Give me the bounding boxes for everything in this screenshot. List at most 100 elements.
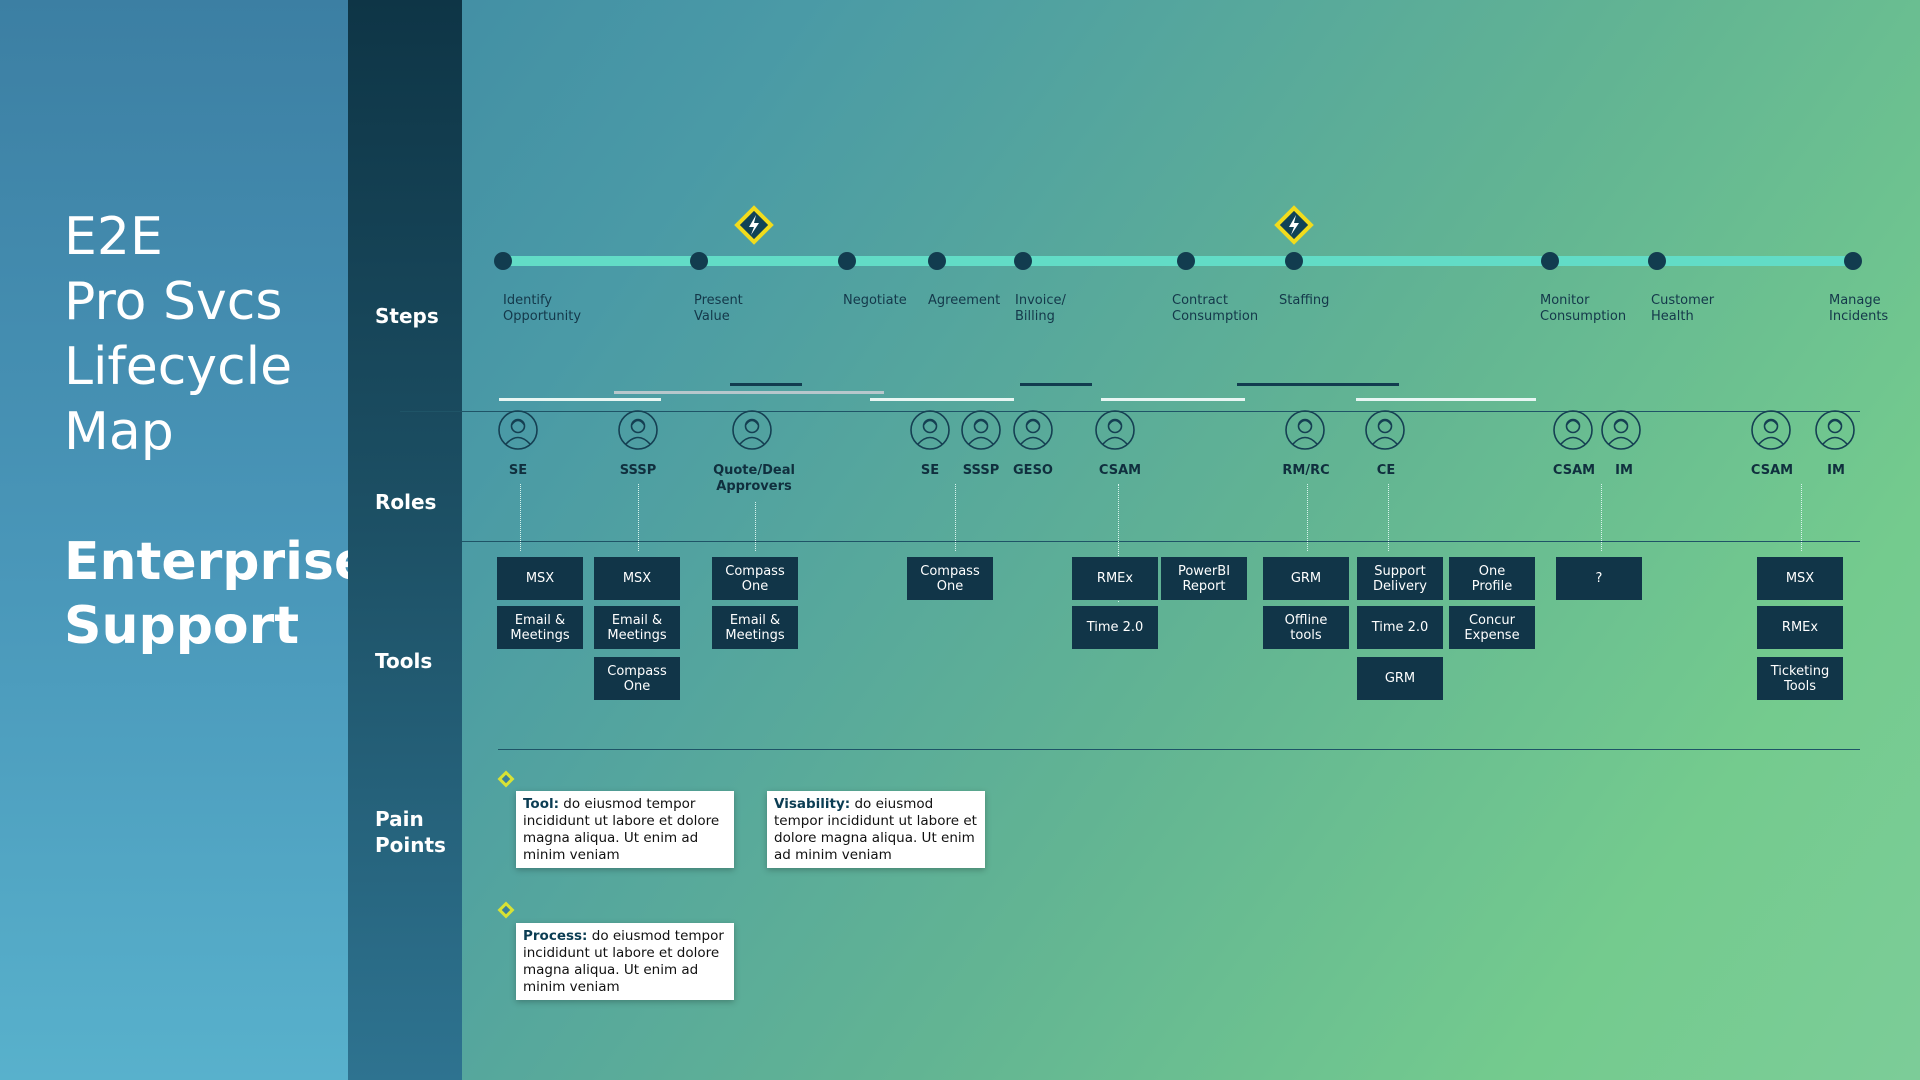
phase-bracket [1356, 398, 1536, 401]
pain-point-text: do eiusmod tempor incididunt ut labore e… [774, 796, 977, 863]
subtitle-line: Enterprise [64, 532, 370, 592]
tool-box: MSX [1757, 557, 1843, 600]
step-label: Staffing [1279, 293, 1330, 308]
person-icon [1576, 409, 1666, 451]
person-icon [936, 409, 1026, 451]
step-label: Invoice/ Billing [1015, 293, 1066, 324]
phase-bracket [614, 391, 884, 394]
role-label: RM/RC [1282, 463, 1330, 478]
row-divider [400, 411, 1860, 412]
connector-line [955, 484, 956, 551]
pain-point-card: Visability: do eiusmod tempor incididunt… [767, 791, 985, 868]
step-label: Contract Consumption [1172, 293, 1259, 324]
title-line: Map [64, 402, 174, 462]
person-icon [1726, 409, 1816, 451]
row-label-band [348, 0, 462, 1080]
tool-box: Support Delivery [1357, 557, 1443, 600]
person-icon [885, 409, 975, 451]
role-label: SSSP [619, 463, 657, 478]
connector-line [755, 502, 756, 551]
role-label: CSAM [1552, 463, 1596, 478]
tool-box: ? [1556, 557, 1642, 600]
role-label: CSAM [1098, 463, 1142, 478]
pain-point-card: Tool: do eiusmod tempor incididunt ut la… [516, 791, 734, 868]
person-icon [1790, 409, 1880, 451]
pain-point-text: do eiusmod tempor incididunt ut labore e… [523, 796, 720, 863]
diamond-icon [497, 770, 515, 788]
tool-box: GRM [1263, 557, 1349, 600]
subtitle-line: Support [64, 596, 300, 656]
person-icon [1340, 409, 1430, 451]
step-node [1541, 252, 1559, 270]
step-label: Customer Health [1651, 293, 1715, 324]
connector-line [1801, 484, 1802, 551]
title-panel: E2E Pro Svcs Lifecycle Map Enterprise Su… [0, 0, 369, 1080]
row-label-roles: Roles [375, 490, 437, 514]
step-node [1648, 252, 1666, 270]
row-divider [462, 541, 1860, 542]
row-label-steps: Steps [375, 304, 439, 328]
step-label: Monitor Consumption [1540, 293, 1627, 324]
tool-box: Ticketing Tools [1757, 657, 1843, 700]
connector-line [1601, 484, 1602, 551]
tool-box: RMEx [1757, 606, 1843, 649]
pain-point-keyword: Visability: [774, 796, 851, 812]
tool-box: Email & Meetings [594, 606, 680, 649]
tool-box: Compass One [594, 657, 680, 700]
tool-box: PowerBI Report [1161, 557, 1247, 600]
step-node [838, 252, 856, 270]
pain-point-card: Process: do eiusmod tempor incididunt ut… [516, 923, 734, 1000]
phase-bracket [1237, 383, 1399, 386]
tool-box: Concur Expense [1449, 606, 1535, 649]
tool-box: Time 2.0 [1357, 606, 1443, 649]
role-label: SE [920, 463, 940, 478]
tool-box: Compass One [712, 557, 798, 600]
title-line: E2E [64, 207, 163, 267]
step-label: Identify Opportunity [503, 293, 582, 324]
phase-bracket [1020, 383, 1092, 386]
tool-box: GRM [1357, 657, 1443, 700]
person-icon [1260, 409, 1350, 451]
role-label: Quote/Deal Approvers [713, 463, 795, 494]
role-label: SSSP [962, 463, 1000, 478]
step-label: Negotiate [843, 293, 907, 308]
role-label: GESO [1013, 463, 1053, 478]
step-label: Present Value [694, 293, 743, 324]
step-node [1285, 252, 1303, 270]
role-label: IM [1615, 463, 1633, 478]
row-label-tools: Tools [375, 649, 433, 673]
row-label-pain-points: Pain Points [375, 807, 446, 857]
step-label: Agreement [928, 293, 1001, 308]
tool-box: Time 2.0 [1072, 606, 1158, 649]
person-icon [593, 409, 683, 451]
tool-box: Email & Meetings [497, 606, 583, 649]
person-icon [1070, 409, 1160, 451]
role-label: SE [508, 463, 528, 478]
title-line: Pro Svcs [64, 272, 283, 332]
tool-box: RMEx [1072, 557, 1158, 600]
lightning-icon [734, 205, 774, 245]
person-icon [1528, 409, 1618, 451]
phase-bracket [499, 398, 661, 401]
person-icon [473, 409, 563, 451]
role-label: CSAM [1750, 463, 1794, 478]
person-icon [707, 409, 797, 451]
lightning-icon [1274, 205, 1314, 245]
step-node [1177, 252, 1195, 270]
diamond-icon [497, 901, 515, 919]
phase-bracket [1101, 398, 1245, 401]
row-divider [498, 749, 1860, 750]
connector-line [520, 484, 521, 551]
connector-line [1388, 484, 1389, 551]
pain-point-keyword: Process: [523, 928, 588, 944]
tool-box: MSX [594, 557, 680, 600]
title-line: Lifecycle [64, 337, 293, 397]
person-icon [988, 409, 1078, 451]
connector-line [1118, 484, 1119, 602]
step-node [690, 252, 708, 270]
step-node [494, 252, 512, 270]
connector-line [1307, 484, 1308, 551]
pain-point-keyword: Tool: [523, 796, 559, 812]
page-title: E2E Pro Svcs Lifecycle Map [64, 205, 292, 465]
tool-box: Offline tools [1263, 606, 1349, 649]
